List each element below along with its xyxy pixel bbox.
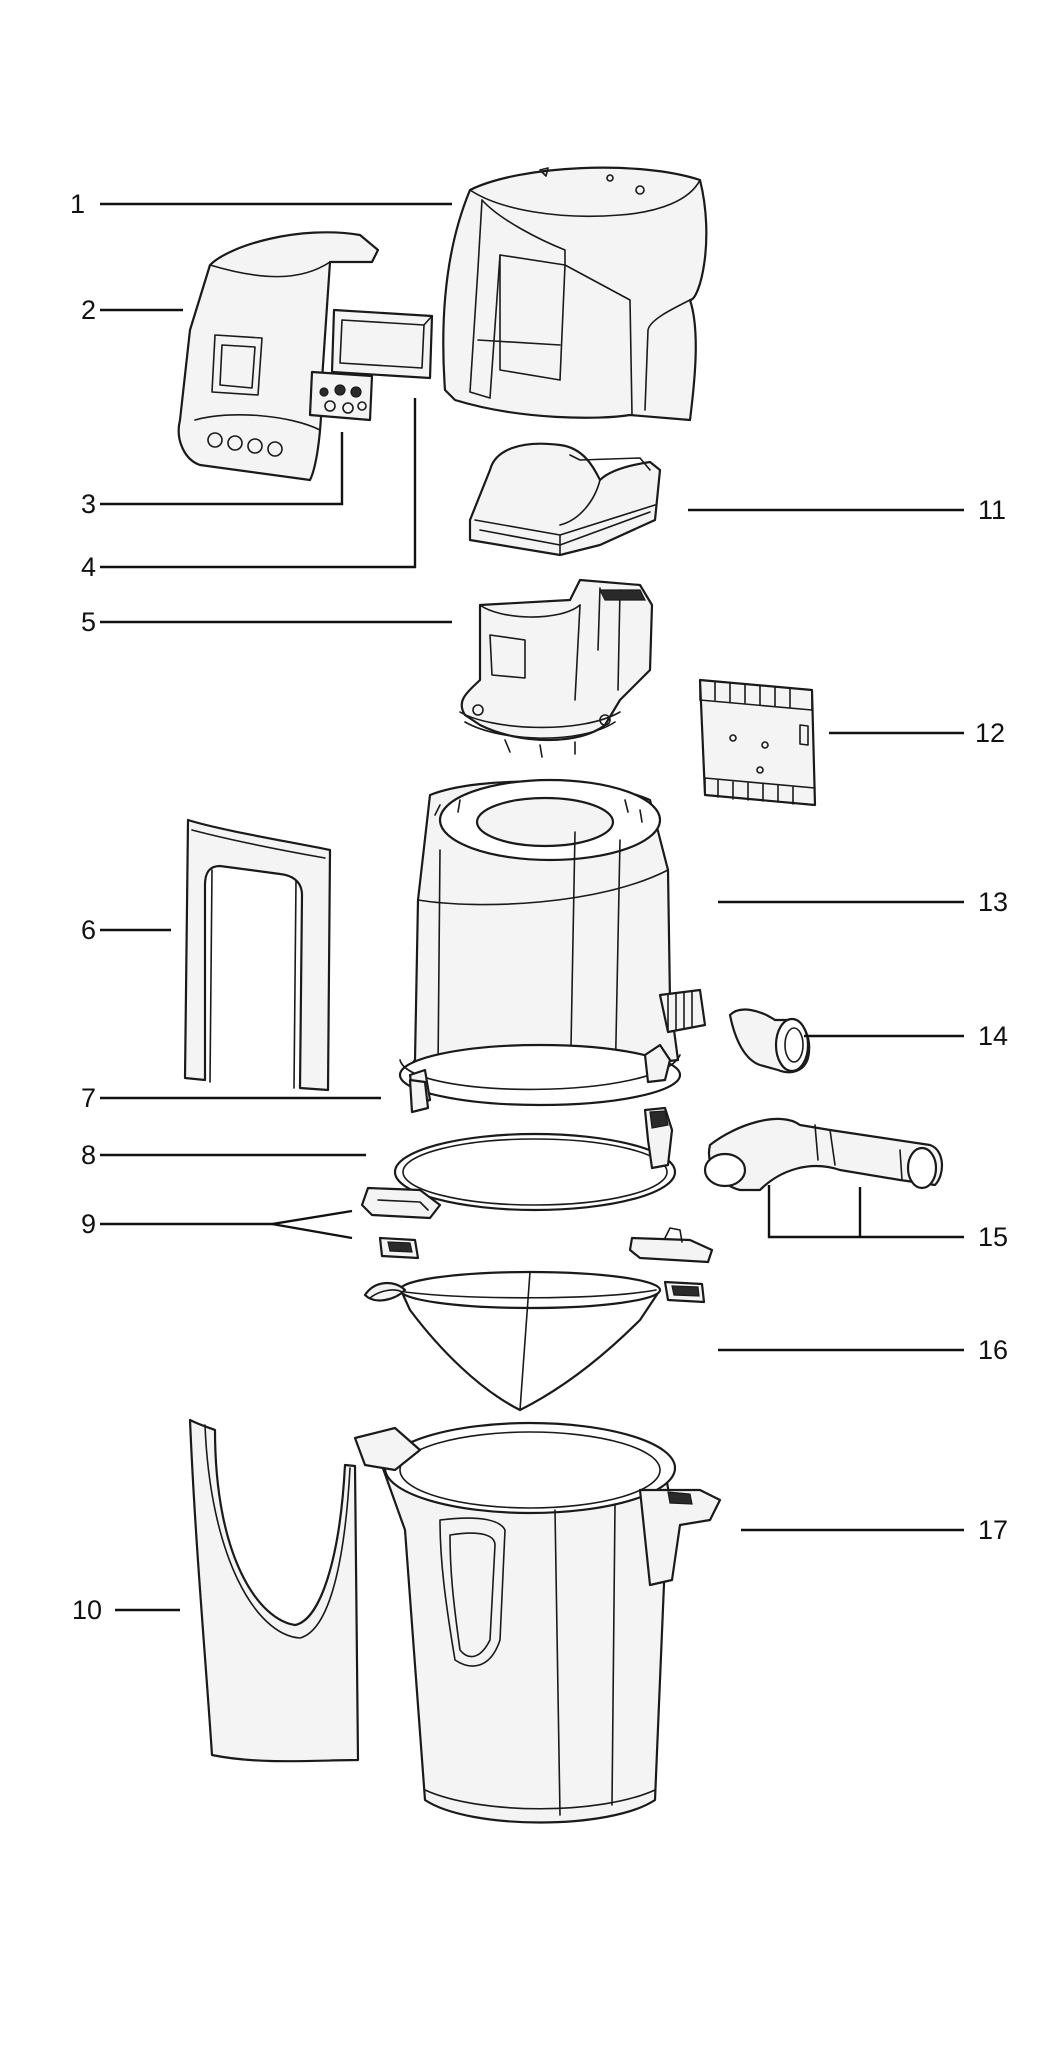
callout-11: 11 xyxy=(978,495,1006,525)
callout-13: 13 xyxy=(978,887,1008,917)
part-4-display-window xyxy=(330,308,434,380)
callout-labels: 1 2 3 4 5 6 7 8 9 10 11 12 13 14 15 16 1… xyxy=(70,189,1008,1625)
callout-16: 16 xyxy=(978,1335,1008,1365)
callout-2: 2 xyxy=(81,295,96,325)
callout-10: 10 xyxy=(72,1595,102,1625)
part-14-inlet-elbow xyxy=(728,1008,811,1074)
callout-9: 9 xyxy=(81,1209,96,1239)
callout-5: 5 xyxy=(81,607,96,637)
callout-4: 4 xyxy=(81,552,96,582)
callout-12: 12 xyxy=(975,718,1005,748)
part-16-filter-bag xyxy=(363,1270,662,1412)
callout-7: 7 xyxy=(81,1083,96,1113)
part-12-mounting-bracket xyxy=(698,678,817,807)
callout-17: 17 xyxy=(978,1515,1008,1545)
callout-1: 1 xyxy=(70,189,85,219)
part-8-gasket-ring xyxy=(393,1106,677,1212)
callout-8: 8 xyxy=(81,1140,96,1170)
leader-9 xyxy=(100,1209,353,1226)
callout-15: 15 xyxy=(978,1222,1008,1252)
leader-15 xyxy=(767,1185,964,1239)
part-15-hose-elbow xyxy=(703,1117,943,1192)
part-7-latch xyxy=(408,1078,430,1114)
callout-6: 6 xyxy=(81,915,96,945)
part-10-side-panel xyxy=(188,1418,360,1763)
leader-9b xyxy=(271,1222,353,1240)
part-6-side-panel xyxy=(183,818,332,1092)
leader-4 xyxy=(100,398,417,569)
part-3-button-panel xyxy=(308,370,374,422)
part-13-main-body xyxy=(398,778,707,1107)
part-1-top-cover xyxy=(442,166,708,422)
part-11-motor-cover xyxy=(468,442,662,557)
part-5-motor xyxy=(459,578,654,758)
leader-lines xyxy=(100,202,964,1612)
leader-3 xyxy=(100,432,344,506)
callout-14: 14 xyxy=(978,1021,1008,1051)
part-17-collection-bin xyxy=(353,1421,722,1824)
callout-3: 3 xyxy=(81,489,96,519)
part-9-clips xyxy=(360,1186,714,1304)
